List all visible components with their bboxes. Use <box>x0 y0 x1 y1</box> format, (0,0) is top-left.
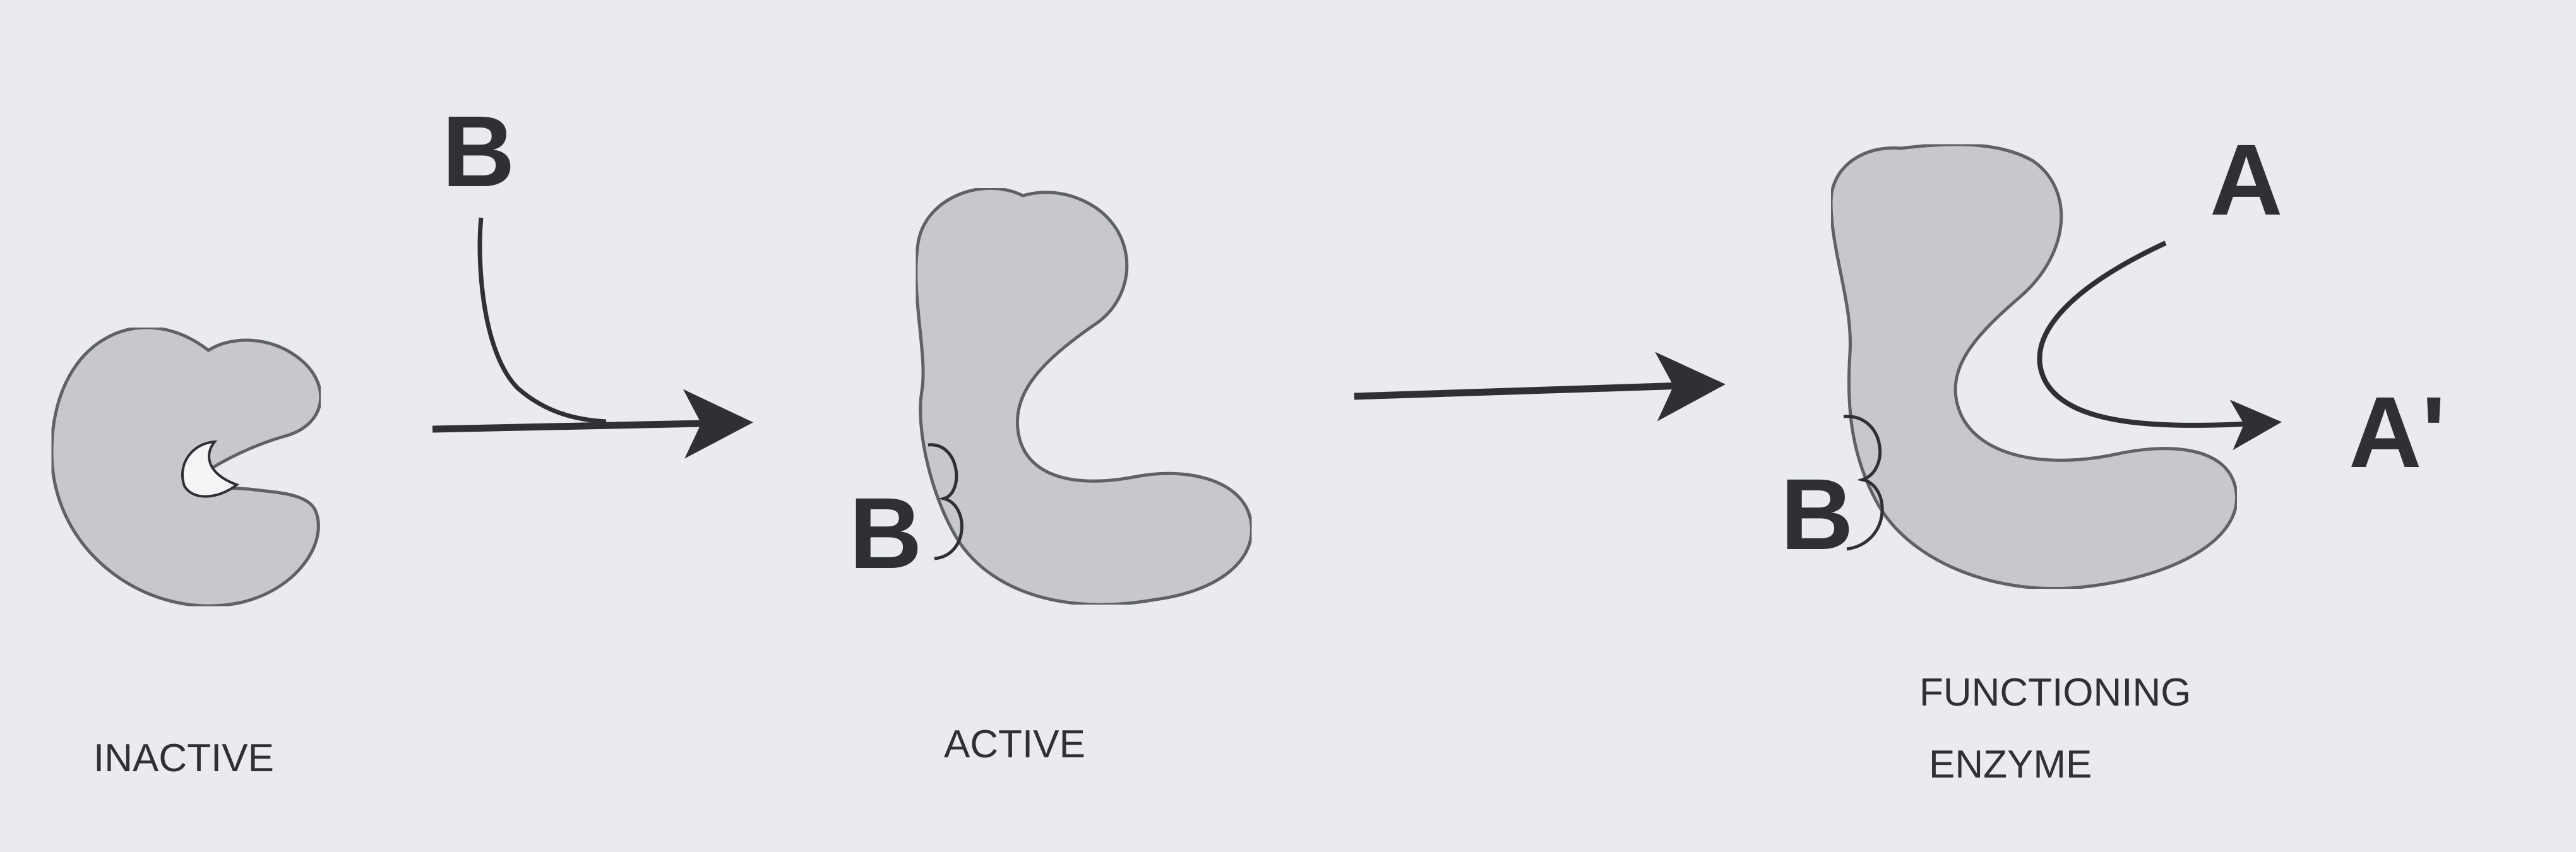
inactive-enzyme-cleft <box>181 440 240 498</box>
activator-arrow-curve <box>477 217 607 424</box>
substrate-label: A <box>2210 123 2283 236</box>
activation-arrow <box>432 389 753 459</box>
inactive-enzyme <box>50 326 323 608</box>
activator-label: B <box>442 95 515 208</box>
active-binding-site-outline <box>927 443 963 560</box>
transition-arrow <box>1354 352 1726 422</box>
functioning-enzyme-shape <box>1829 143 2238 591</box>
caption-enzyme: ENZYME <box>1929 743 2092 786</box>
functioning-bound-activator: B <box>1780 458 1854 571</box>
product-label: A' <box>2349 376 2446 488</box>
active-enzyme-shape <box>914 186 1253 606</box>
caption-functioning: FUNCTIONING <box>1919 671 2191 714</box>
reaction-arrow <box>2037 240 2282 451</box>
functioning-binding-site-outline <box>1843 415 1884 551</box>
caption-active: ACTIVE <box>944 723 1085 766</box>
caption-inactive: INACTIVE <box>93 737 274 780</box>
functioning-enzyme: B <box>1780 143 2238 591</box>
active-bound-activator: B <box>849 476 922 589</box>
active-enzyme: B <box>849 186 1253 606</box>
